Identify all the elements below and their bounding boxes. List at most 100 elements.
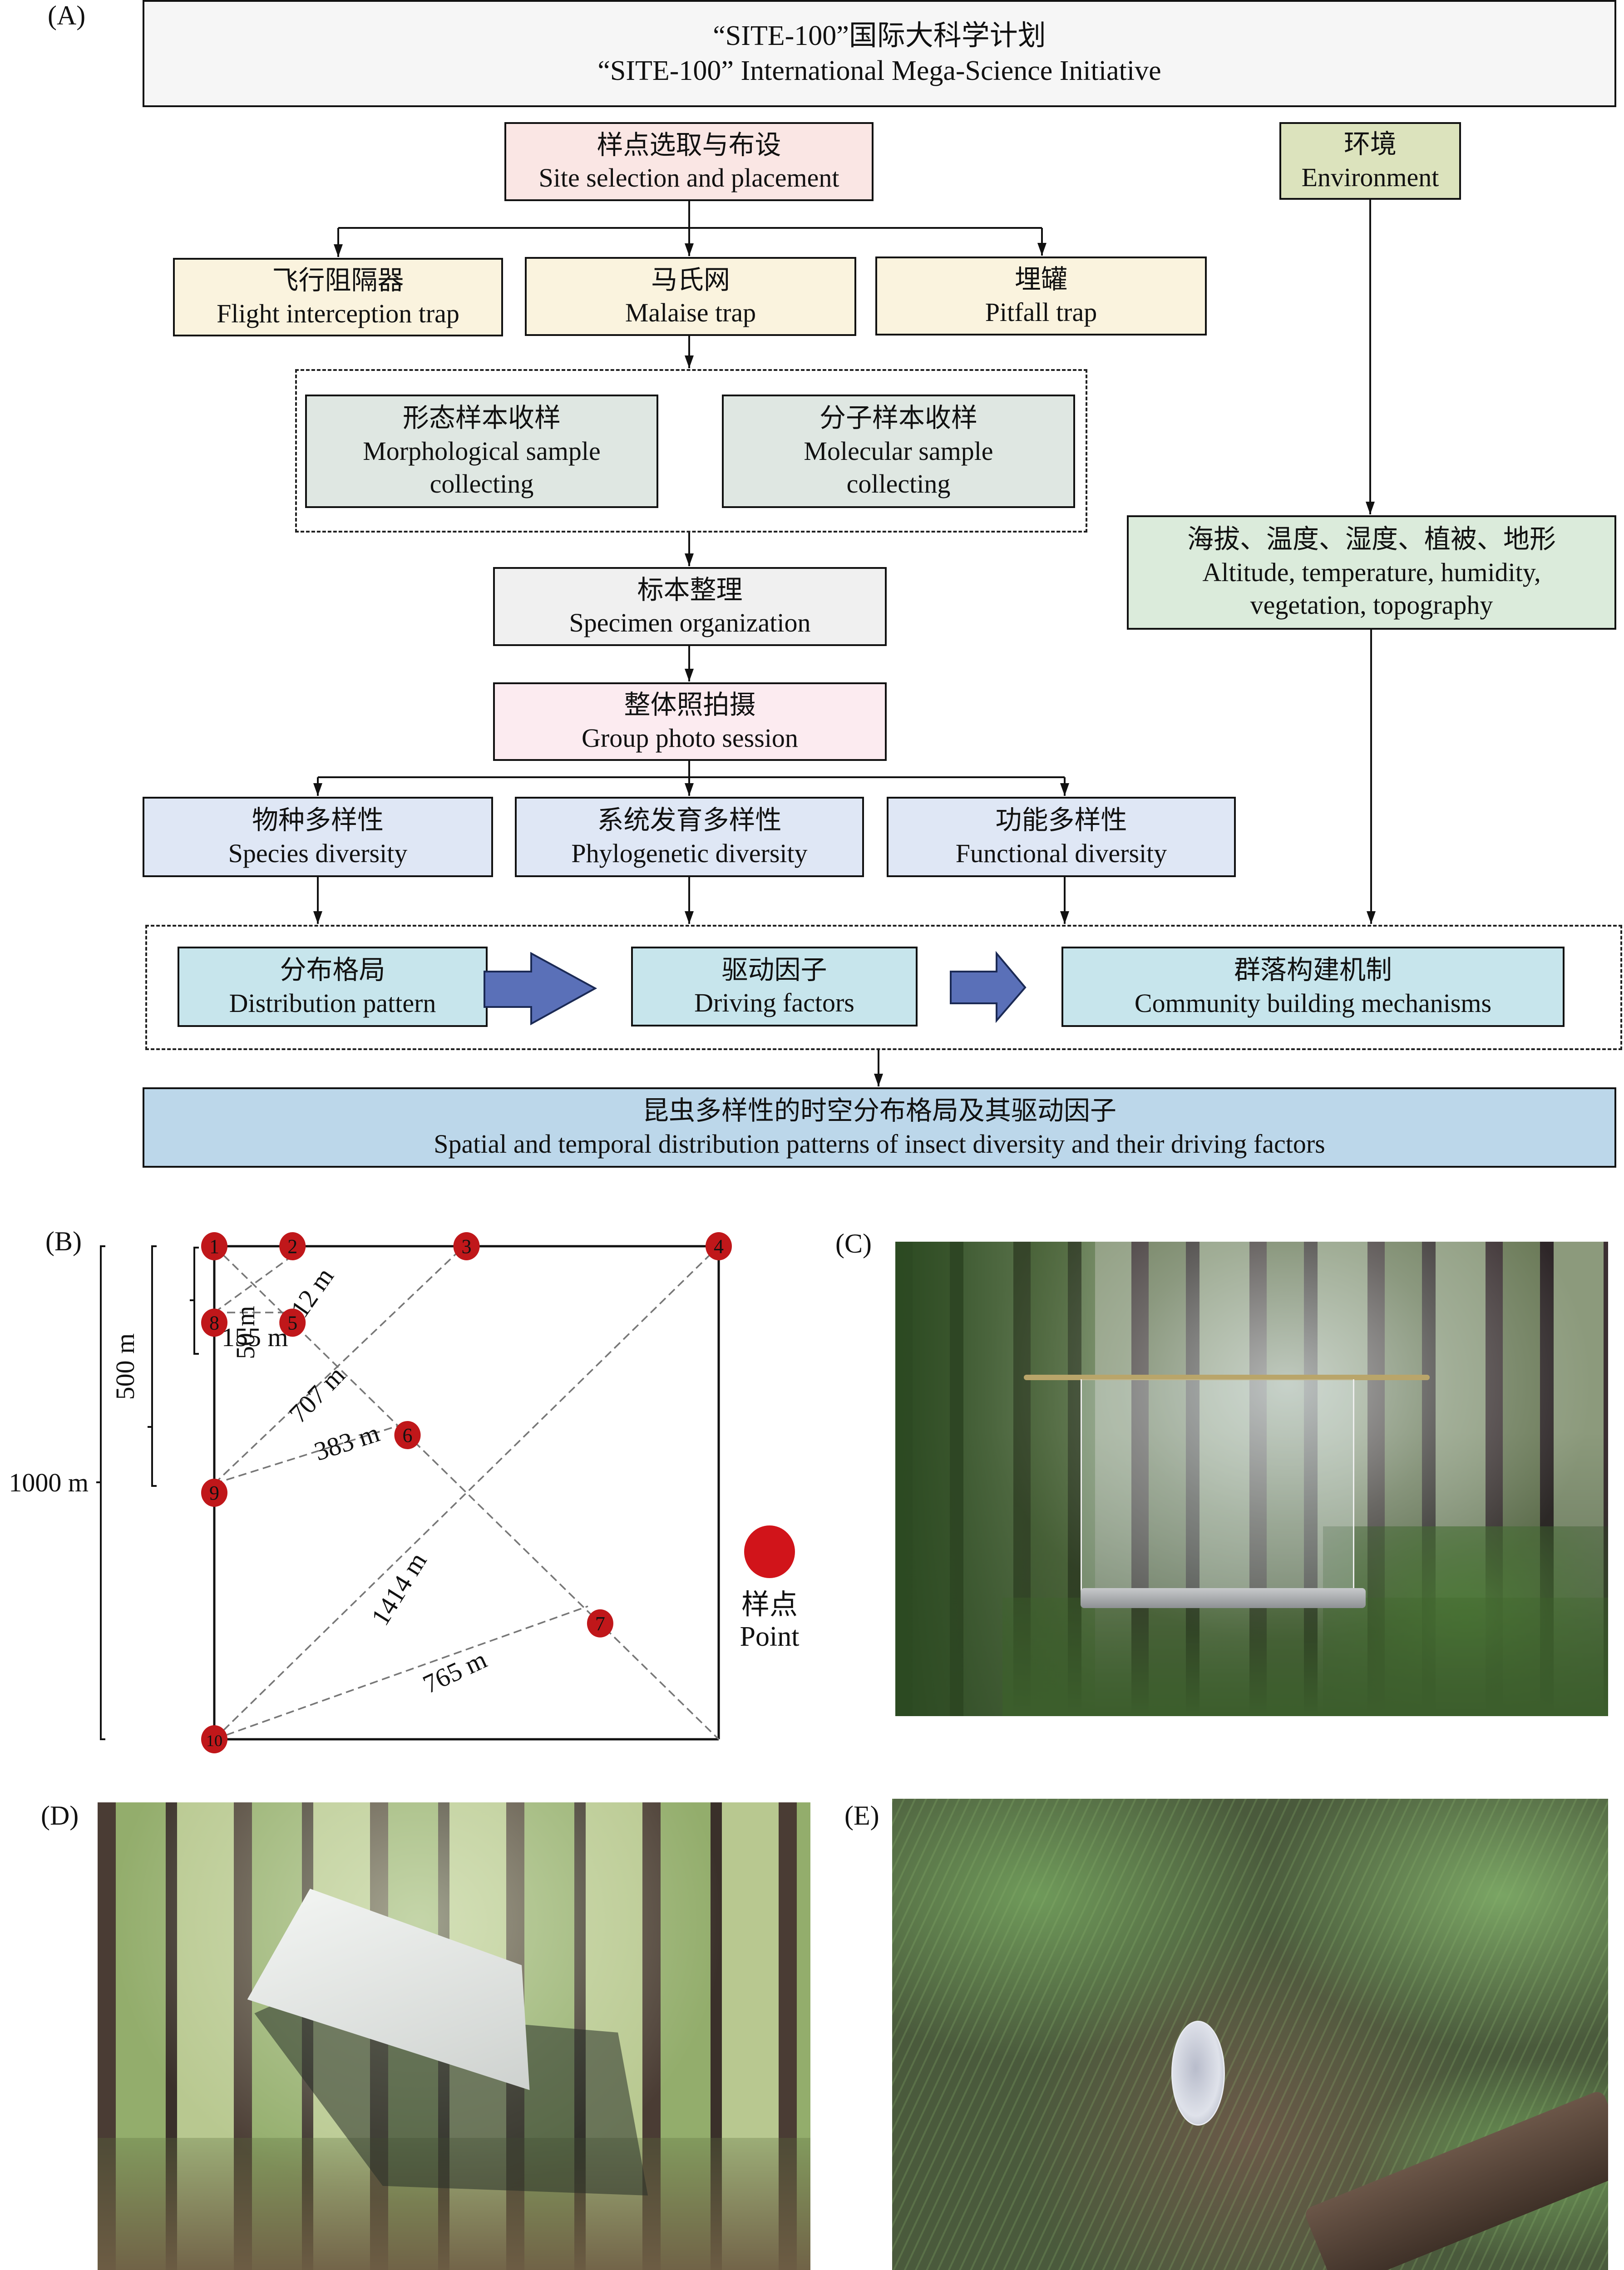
trap-zh: 马氏网: [651, 265, 730, 295]
community-building-box: 群落构建机制 Community building mechanisms: [1061, 947, 1565, 1027]
sampling-layout-diagram: 50 m 500 m 1000 m 212 m 155 m 707 m 383 …: [9, 1232, 800, 1753]
distance-label: 765 m: [419, 1644, 491, 1699]
arrowhead: [313, 911, 322, 924]
point-label: 3: [462, 1235, 472, 1258]
scale-label-50: 50 m: [231, 1306, 260, 1359]
legend-point-icon: [744, 1525, 795, 1578]
sampling-point-6: 6: [394, 1421, 421, 1449]
scale-bracket-500: [151, 1245, 157, 1487]
sampling-point-3: 3: [453, 1232, 480, 1260]
legend-en: Point: [740, 1621, 800, 1652]
panel-e-label: (E): [844, 1801, 879, 1831]
point-marker: [587, 1609, 613, 1638]
link-10-7: [214, 1605, 588, 1740]
panel-a-label: (A): [48, 0, 86, 30]
point-label: 7: [595, 1613, 605, 1635]
final-zh: 昆虫多样性的时空分布格局及其驱动因子: [642, 1096, 1116, 1125]
specimen-organization-box: 标本整理 Specimen organization: [493, 567, 887, 646]
specimen-en: Specimen organization: [569, 608, 811, 637]
functional-diversity-box: 功能多样性 Functional diversity: [887, 797, 1236, 877]
distance-label: 383 m: [311, 1418, 383, 1466]
point-label: 10: [206, 1732, 222, 1750]
initiative-zh: “SITE-100”国际大科学计划: [713, 20, 1046, 51]
trap-pane: [1081, 1379, 1354, 1593]
species-diversity-box: 物种多样性 Species diversity: [143, 797, 493, 877]
sample-en-line2: collecting: [429, 469, 534, 499]
point-label: 4: [714, 1235, 724, 1258]
diversity-en: Species diversity: [228, 838, 408, 868]
driving-factors-box: 驱动因子 Driving factors: [631, 947, 918, 1026]
analysis-en: Driving factors: [694, 988, 854, 1017]
trap-zh: 飞行阻隔器: [272, 266, 404, 295]
point-marker: [453, 1232, 480, 1260]
group-photo-box: 整体照拍摄 Group photo session: [493, 682, 887, 761]
env-factors-en-line2: vegetation, topography: [1250, 590, 1493, 620]
panel-d-label: (D): [41, 1801, 79, 1831]
pitfall-trap-box: 埋罐 Pitfall trap: [875, 257, 1207, 336]
sample-zh: 形态样本收样: [402, 403, 561, 433]
environment-en: Environment: [1301, 162, 1439, 192]
scale-label-500: 500 m: [110, 1333, 140, 1400]
pitfall-cup: [1171, 2021, 1225, 2126]
site-selection-zh: 样点选取与布设: [597, 130, 781, 160]
distance-label: 155 m: [222, 1323, 288, 1352]
link-9-6: [214, 1421, 411, 1485]
scale-label-1000: 1000 m: [9, 1468, 89, 1497]
analysis-en: Community building mechanisms: [1134, 988, 1492, 1018]
malaise-trap-box: 马氏网 Malaise trap: [525, 257, 856, 336]
analysis-zh: 群落构建机制: [1234, 955, 1392, 985]
sampling-point-4: 4: [706, 1232, 732, 1260]
sampling-point-8: 8: [201, 1308, 227, 1337]
arrowhead: [1037, 243, 1046, 256]
sampling-point-5: 5: [279, 1308, 306, 1337]
site-selection-box: 样点选取与布设 Site selection and placement: [504, 122, 874, 201]
trap-zh: 埋罐: [1014, 264, 1067, 294]
legend-zh: 样点: [741, 1589, 798, 1620]
trap-en: Pitfall trap: [985, 297, 1097, 327]
group-photo-zh: 整体照拍摄: [624, 690, 756, 720]
arrowhead: [1060, 911, 1069, 924]
arrowhead: [685, 669, 694, 681]
arrowhead: [313, 783, 322, 796]
point-marker: [201, 1479, 227, 1507]
sampling-point-2: 2: [279, 1232, 306, 1260]
site-selection-en: Site selection and placement: [538, 163, 839, 192]
panel-b-label: (B): [45, 1226, 82, 1256]
point-marker: [201, 1232, 227, 1260]
sample-zh: 分子样本收样: [819, 403, 977, 433]
scale-bracket-50: [193, 1247, 199, 1355]
point-marker: [706, 1232, 732, 1260]
distance-label: 707 m: [283, 1360, 351, 1429]
point-marker: [201, 1725, 227, 1753]
diversity-zh: 系统发育多样性: [597, 805, 782, 835]
analysis-zh: 分布格局: [280, 955, 385, 985]
point-label: 2: [287, 1235, 297, 1258]
sampling-point-9: 9: [201, 1479, 227, 1507]
pitfall-trap-photo: [892, 1799, 1608, 2270]
arrowhead: [1366, 502, 1375, 514]
sample-en-line1: Molecular sample: [804, 436, 993, 466]
trap-crossbar: [1023, 1374, 1430, 1380]
sampling-point-10: 10: [201, 1725, 227, 1753]
diversity-zh: 物种多样性: [252, 805, 384, 835]
arrowhead: [874, 1074, 883, 1086]
distribution-pattern-box: 分布格局 Distribution pattern: [178, 947, 488, 1027]
block-arrow-icon: [484, 952, 597, 1026]
final-outcome-box: 昆虫多样性的时空分布格局及其驱动因子 Spatial and temporal …: [143, 1087, 1616, 1168]
final-en: Spatial and temporal distribution patter…: [434, 1129, 1325, 1159]
diversity-en: Functional diversity: [955, 838, 1167, 868]
point-label: 1: [209, 1235, 219, 1258]
flight-interception-trap-photo: [895, 1242, 1608, 1716]
arrowhead: [685, 355, 694, 368]
molecular-sample-box: 分子样本收样 Molecular sample collecting: [722, 395, 1075, 508]
panel-c-label: (C): [835, 1229, 872, 1258]
diversity-en: Phylogenetic diversity: [571, 838, 808, 868]
arrowhead: [685, 243, 694, 256]
env-factors-en-line1: Altitude, temperature, humidity,: [1202, 557, 1541, 587]
point-marker: [201, 1308, 227, 1337]
analysis-en: Distribution pattern: [229, 988, 436, 1018]
point-label: 6: [403, 1424, 413, 1446]
diagonal-dashed-line: [213, 1245, 720, 1740]
phylogenetic-diversity-box: 系统发育多样性 Phylogenetic diversity: [515, 797, 864, 877]
morphological-sample-box: 形态样本收样 Morphological sample collecting: [305, 395, 658, 508]
